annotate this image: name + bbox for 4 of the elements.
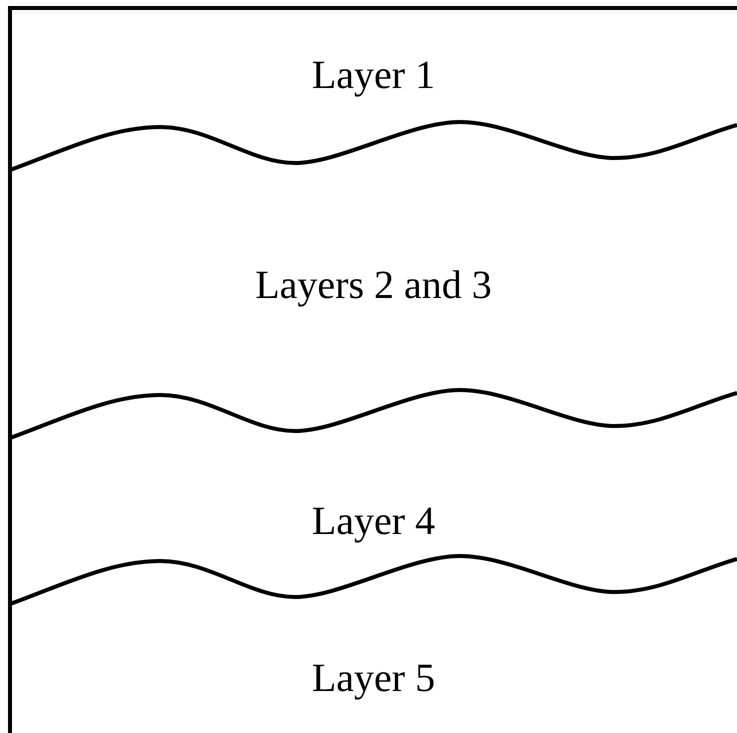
layer-label: Layer 5 <box>312 658 436 698</box>
layer-label: Layer 1 <box>312 55 436 95</box>
layer-label: Layer 4 <box>312 501 436 541</box>
layer-label: Layers 2 and 3 <box>255 265 492 305</box>
